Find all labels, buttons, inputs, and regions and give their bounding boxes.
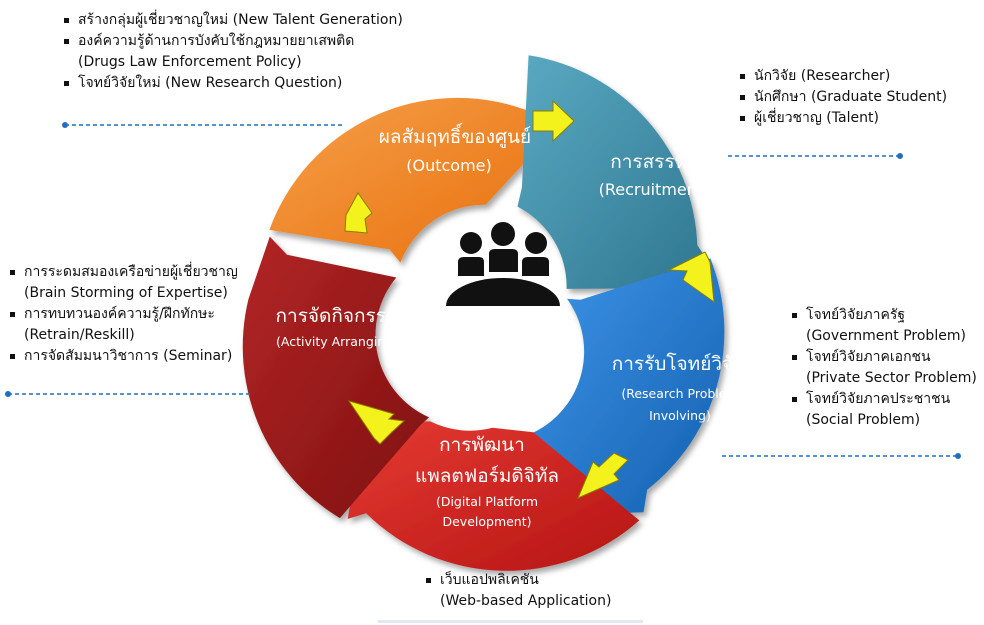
research-subtitle-line1: (Research Problem <box>621 386 738 401</box>
note-item: เว็บแอปพลิเคชัน <box>424 570 611 591</box>
people-meeting-icon <box>446 222 560 306</box>
segment-outcome <box>269 97 546 263</box>
note-item: (Government Problem) <box>806 328 966 344</box>
connector-research-dot <box>955 453 961 459</box>
arrow-outcome-to-recruitment <box>532 99 575 143</box>
connector-outcome-dot <box>62 122 68 128</box>
connector-activity-dot <box>5 391 11 397</box>
note-item: นักวิจัย (Researcher) <box>738 66 947 87</box>
recruitment-title: การสรรหา <box>610 151 698 173</box>
activity-subtitle: (Activity Arranging) <box>276 334 398 349</box>
platform-subtitle-line2: Development) <box>442 514 531 529</box>
note-item: โจทย์วิจัยภาครัฐ <box>790 305 977 326</box>
note-item: การระดมสมองเครือข่ายผู้เชี่ยวชาญ <box>8 262 238 283</box>
note-item: สร้างกลุ่มผู้เชี่ยวชาญใหม่ (New Talent G… <box>62 10 403 31</box>
note-item: โจทย์วิจัยใหม่ (New Research Question) <box>62 73 403 94</box>
segment-research <box>533 258 725 514</box>
outcome-title: ผลสัมฤทธิ์ของศูนย์ <box>379 122 531 148</box>
outcome-subtitle: (Outcome) <box>406 156 492 175</box>
flow-arrows <box>344 99 715 499</box>
note-item: (Drugs Law Enforcement Policy) <box>78 54 302 70</box>
note-item: องค์ความรู้ด้านการบังคับใช้กฎหมายยาเสพติ… <box>62 31 403 52</box>
research-title: การรับโจทย์วิจัย <box>612 352 745 375</box>
connector-lines <box>5 122 961 459</box>
note-item: (Web-based Application) <box>440 593 612 609</box>
arrow-research-to-platform <box>577 452 629 499</box>
recruitment-subtitle: (Recruitment) <box>599 180 710 199</box>
note-item: นักศึกษา (Graduate Student) <box>738 87 947 108</box>
note-item: โจทย์วิจัยภาคเอกชน <box>790 347 977 368</box>
note-item: โจทย์วิจัยภาคประชาชน <box>790 389 977 410</box>
note-item: (Retrain/Reskill) <box>24 327 135 343</box>
note-item: การทบทวนองค์ความรู้/ฝึกทักษะ <box>8 304 238 325</box>
note-item: ผู้เชี่ยวชาญ (Talent) <box>738 108 947 129</box>
recruitment-notes: นักวิจัย (Researcher) นักศึกษา (Graduate… <box>738 66 947 129</box>
note-item: (Private Sector Problem) <box>806 370 977 386</box>
outcome-notes: สร้างกลุ่มผู้เชี่ยวชาญใหม่ (New Talent G… <box>62 10 403 94</box>
arrow-activity-to-outcome <box>344 192 373 234</box>
arrow-recruitment-to-research <box>667 251 715 304</box>
arrow-platform-to-activity <box>347 400 406 445</box>
connector-recruitment-dot <box>897 153 903 159</box>
note-item: (Social Problem) <box>806 412 921 428</box>
activity-title: การจัดกิจกรรม <box>276 305 399 327</box>
research-subtitle-line2: Involving) <box>649 408 711 423</box>
bottom-strip <box>378 620 643 623</box>
platform-title-line2: แพลตฟอร์มดิจิทัล <box>415 465 559 487</box>
research-notes: โจทย์วิจัยภาครัฐ (Government Problem) โจ… <box>790 305 977 431</box>
platform-title-line1: การพัฒนา <box>439 434 525 456</box>
segment-platform <box>347 421 640 571</box>
platform-notes: เว็บแอปพลิเคชัน (Web-based Application) <box>424 570 611 612</box>
activity-notes: การระดมสมองเครือข่ายผู้เชี่ยวชาญ (Brain … <box>8 262 238 367</box>
platform-subtitle-line1: (Digital Platform <box>436 494 538 509</box>
note-item: การจัดสัมมนาวิชาการ (Seminar) <box>8 346 238 367</box>
segment-activity <box>242 236 430 519</box>
note-item: (Brain Storming of Expertise) <box>24 285 228 301</box>
